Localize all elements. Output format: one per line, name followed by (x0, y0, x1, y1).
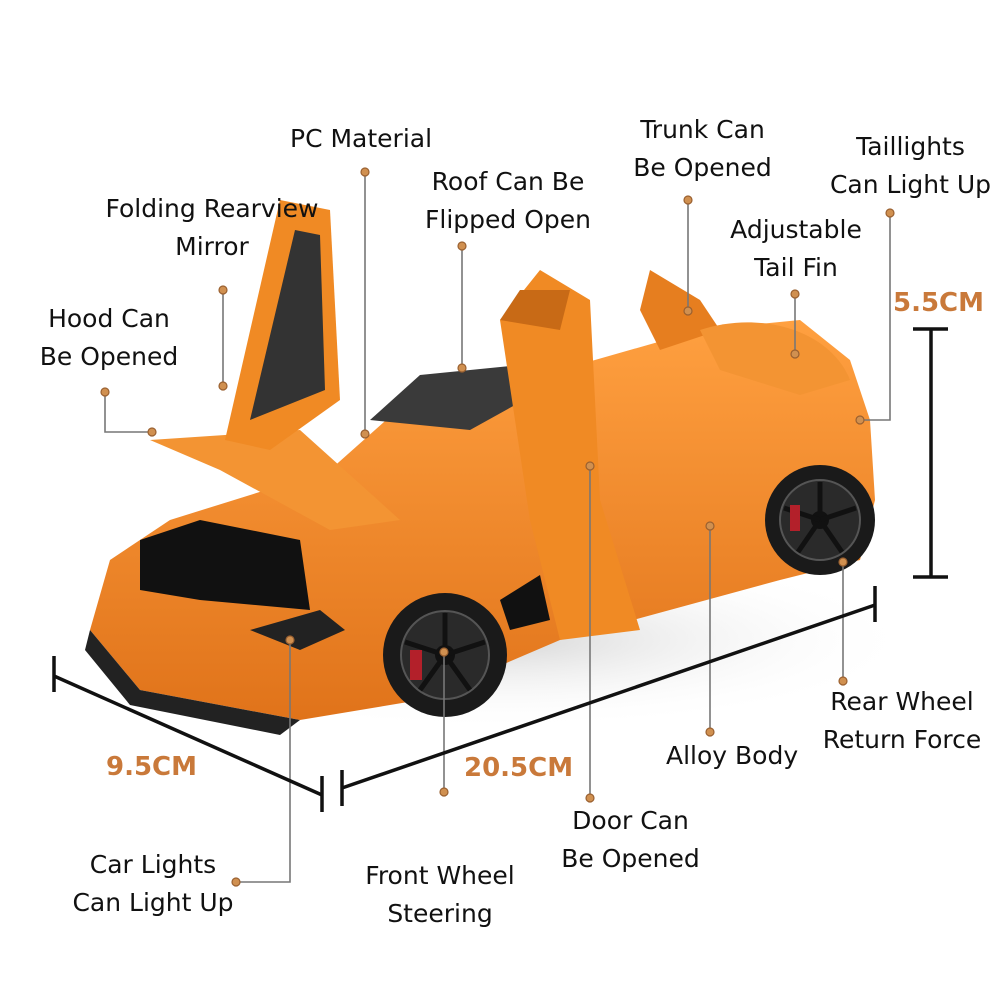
label-roof: Roof Can Be Flipped Open (425, 167, 591, 234)
dimension-width: 9.5CM (106, 752, 198, 782)
label-trunk: Trunk Can Be Opened (633, 115, 772, 182)
label-car-lights: Car Lights Can Light Up (72, 850, 234, 917)
label-hood: Hood Can Be Opened (39, 304, 179, 371)
label-rear-wheel: Rear Wheel Return Force (822, 687, 982, 754)
label-tail-fin: Adjustable Tail Fin (730, 215, 862, 282)
label-door: Door Can Be Opened (561, 806, 700, 873)
dimension-height: 5.5CM (893, 288, 985, 318)
dimension-length: 20.5CM (464, 753, 574, 783)
label-alloy-body: Alloy Body (666, 741, 799, 770)
label-front-wheel: Front Wheel Steering (365, 861, 515, 928)
label-pc-material: PC Material (290, 124, 433, 153)
label-taillights: Taillights Can Light Up (829, 132, 992, 199)
label-folding-mirror: Folding Rearview Mirror (105, 194, 319, 261)
